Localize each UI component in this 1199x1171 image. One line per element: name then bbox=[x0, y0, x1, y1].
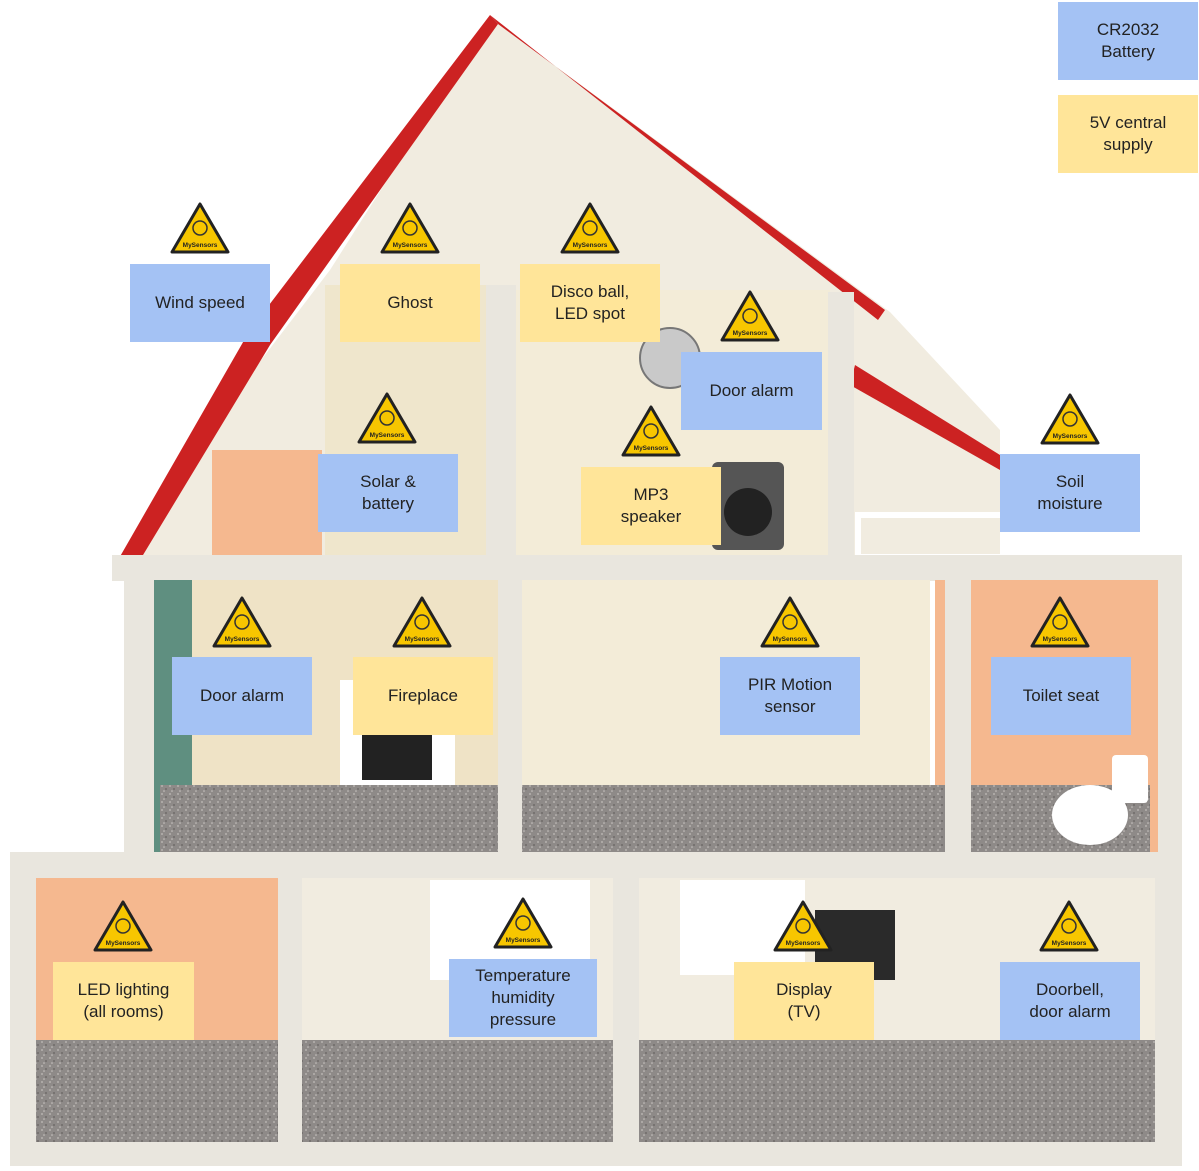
attic-post bbox=[486, 285, 516, 560]
mysensors-logo-text: MySensors bbox=[786, 940, 821, 947]
label-ghost: Ghost bbox=[340, 264, 480, 342]
balcony-rail-left bbox=[7, 797, 133, 858]
mysensors-badge-icon: MySensors bbox=[773, 900, 833, 952]
label-solar-battery: Solar & battery bbox=[318, 454, 458, 532]
speaker-cone bbox=[724, 488, 772, 536]
mysensors-badge-icon: MySensors bbox=[1039, 900, 1099, 952]
label-mp3-speaker: MP3 speaker bbox=[581, 467, 721, 545]
attic-room-left bbox=[212, 450, 322, 555]
label-pir-motion-sensor: PIR Motion sensor bbox=[720, 657, 860, 735]
label-soil-moisture: Soil moisture bbox=[1000, 454, 1140, 532]
mysensors-logo-text: MySensors bbox=[393, 242, 428, 249]
label-toilet-seat: Toilet seat bbox=[991, 657, 1131, 735]
mysensors-logo-text: MySensors bbox=[573, 242, 608, 249]
window bbox=[680, 880, 805, 975]
mysensors-badge-icon: MySensors bbox=[357, 392, 417, 444]
label-door-alarm-first-floor: Door alarm bbox=[172, 657, 312, 735]
toilet-tank bbox=[1112, 755, 1148, 803]
mysensors-logo-text: MySensors bbox=[1043, 636, 1078, 643]
mysensors-logo-text: MySensors bbox=[1053, 433, 1088, 440]
outer-post bbox=[10, 870, 36, 1155]
mysensors-logo-text: MySensors bbox=[183, 242, 218, 249]
label-temperature-humidity-pressure: Temperature humidity pressure bbox=[449, 959, 597, 1037]
mysensors-badge-icon: MySensors bbox=[720, 290, 780, 342]
mysensors-logo-text: MySensors bbox=[506, 937, 541, 944]
mysensors-logo-text: MySensors bbox=[106, 940, 141, 947]
mysensors-badge-icon: MySensors bbox=[392, 596, 452, 648]
wall-post bbox=[498, 580, 522, 858]
outer-post bbox=[1158, 570, 1182, 860]
mysensors-badge-icon: MySensors bbox=[1030, 596, 1090, 648]
label-led-lighting: LED lighting (all rooms) bbox=[53, 962, 194, 1040]
wall-post bbox=[278, 875, 302, 1150]
floor-beam bbox=[10, 852, 1182, 878]
mysensors-logo-text: MySensors bbox=[370, 432, 405, 439]
mysensors-badge-icon: MySensors bbox=[760, 596, 820, 648]
mysensors-logo-text: MySensors bbox=[1052, 940, 1087, 947]
mysensors-logo-text: MySensors bbox=[733, 330, 768, 337]
base-beam bbox=[10, 1142, 1182, 1166]
mysensors-badge-icon: MySensors bbox=[170, 202, 230, 254]
mysensors-badge-icon: MySensors bbox=[93, 900, 153, 952]
ground-floor-carpet bbox=[30, 1040, 1158, 1148]
mysensors-badge-icon: MySensors bbox=[380, 202, 440, 254]
mysensors-logo-text: MySensors bbox=[405, 636, 440, 643]
toilet bbox=[1052, 785, 1128, 845]
outer-post bbox=[1155, 870, 1182, 1155]
attic-post bbox=[828, 292, 854, 560]
dormer-roof bbox=[850, 365, 1000, 470]
fireplace-opening bbox=[362, 735, 432, 780]
legend-central-supply: 5V central supply bbox=[1058, 95, 1198, 173]
mysensors-badge-icon: MySensors bbox=[1040, 393, 1100, 445]
label-fireplace: Fireplace bbox=[353, 657, 493, 735]
mysensors-badge-icon: MySensors bbox=[212, 596, 272, 648]
label-doorbell-door-alarm: Doorbell, door alarm bbox=[1000, 962, 1140, 1040]
label-display-tv: Display (TV) bbox=[734, 962, 874, 1040]
mysensors-logo-text: MySensors bbox=[225, 636, 260, 643]
roof-left-edge bbox=[118, 15, 498, 560]
wall-post bbox=[613, 875, 639, 1150]
wall-post bbox=[945, 580, 971, 858]
outer-post bbox=[124, 570, 154, 860]
roof-right-edge bbox=[490, 15, 885, 320]
label-door-alarm-attic: Door alarm bbox=[681, 352, 822, 430]
floor-beam bbox=[112, 555, 1182, 581]
mysensors-badge-icon: MySensors bbox=[560, 202, 620, 254]
mysensors-logo-text: MySensors bbox=[773, 636, 808, 643]
mysensors-badge-icon: MySensors bbox=[621, 405, 681, 457]
label-disco-ball: Disco ball, LED spot bbox=[520, 264, 660, 342]
first-floor-carpet bbox=[160, 785, 1150, 855]
label-wind-speed: Wind speed bbox=[130, 264, 270, 342]
mysensors-badge-icon: MySensors bbox=[493, 897, 553, 949]
mysensors-logo-text: MySensors bbox=[634, 445, 669, 452]
legend-battery: CR2032 Battery bbox=[1058, 2, 1198, 80]
